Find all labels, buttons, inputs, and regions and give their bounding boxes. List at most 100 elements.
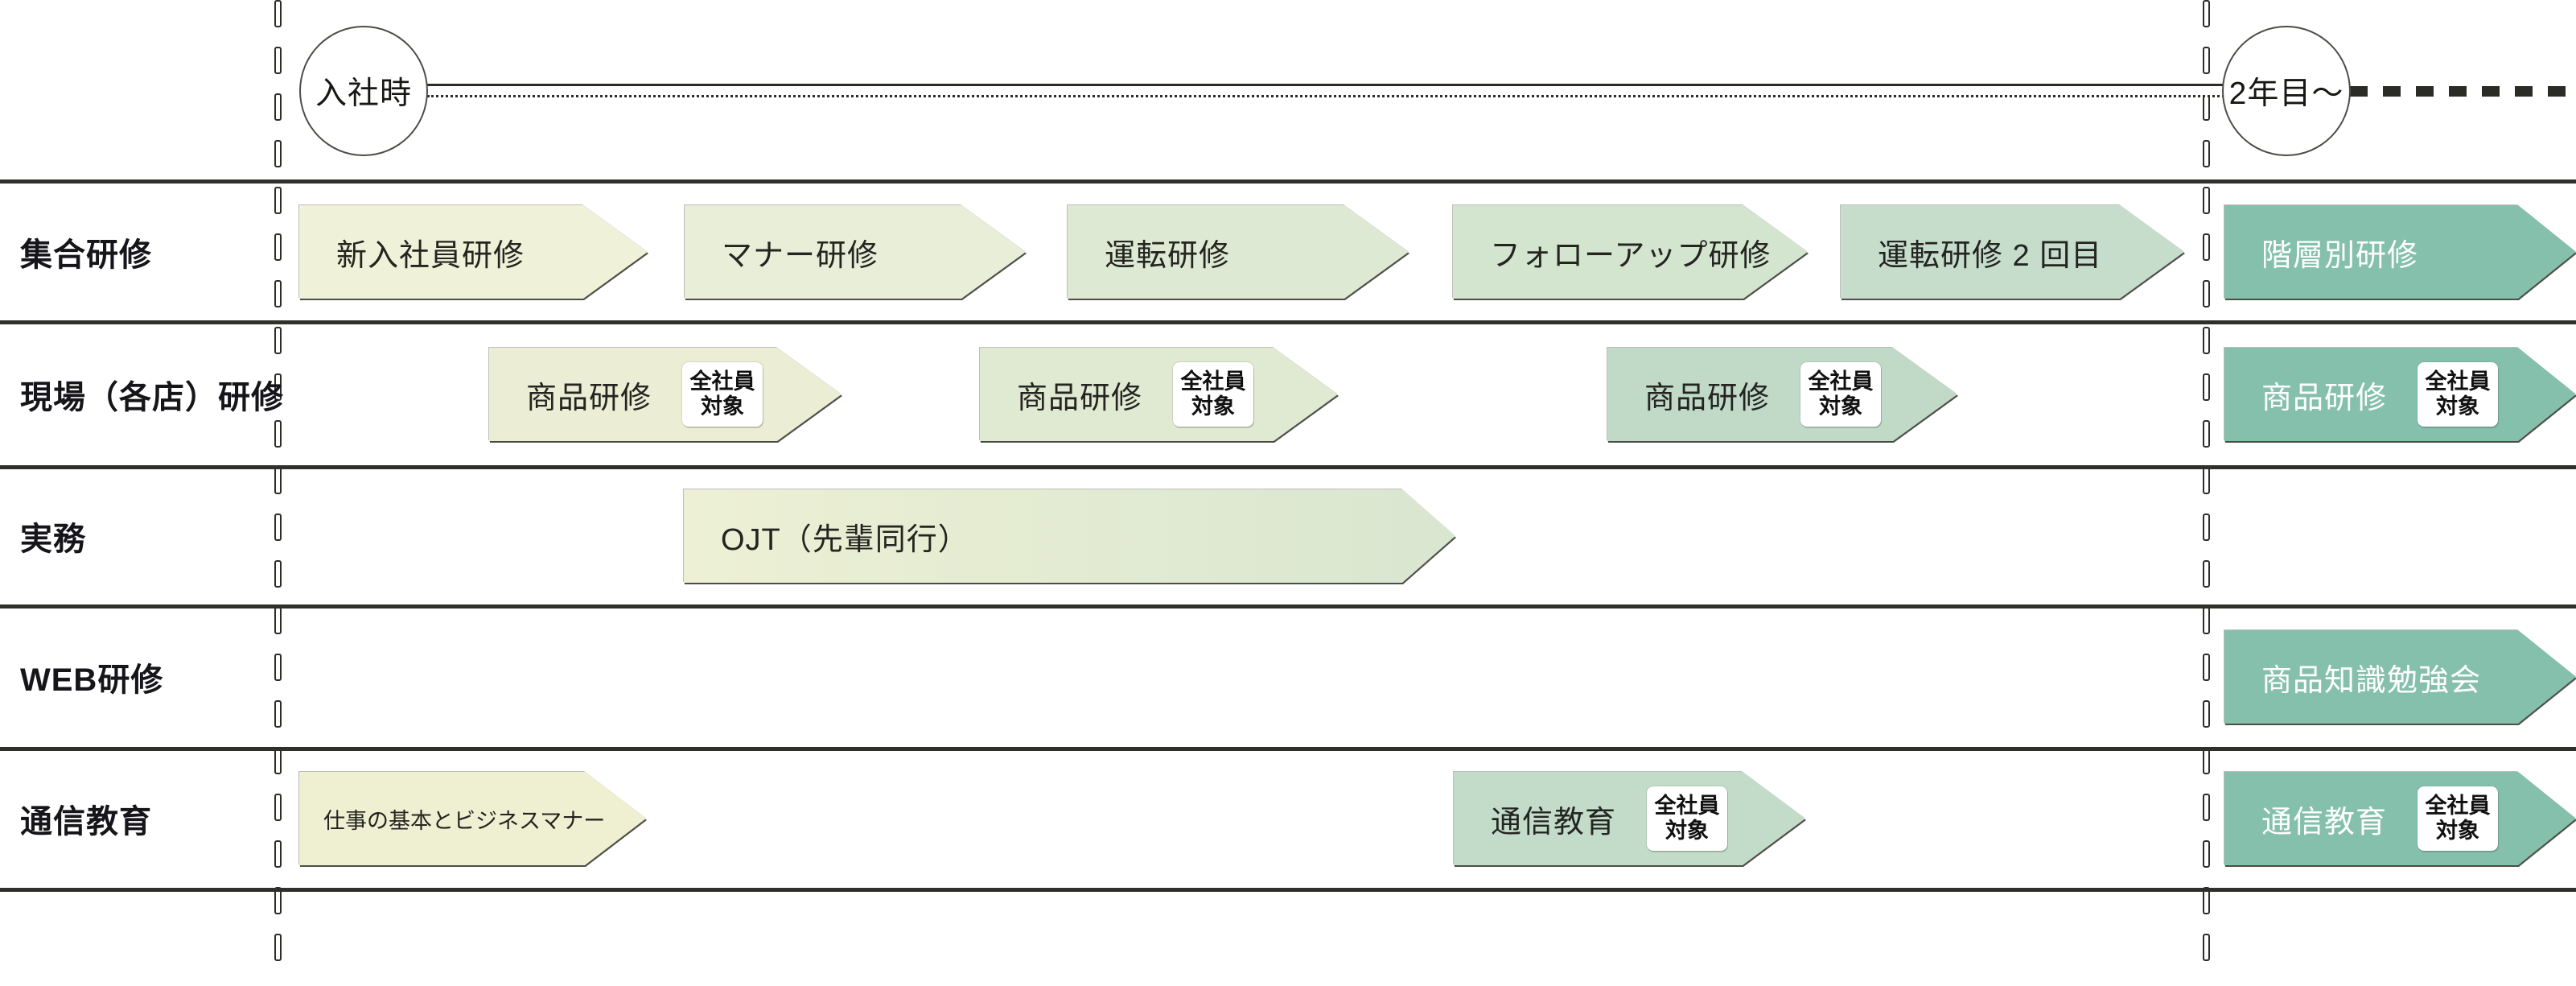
dash: [2202, 794, 2210, 821]
row-separator: [0, 320, 2576, 324]
training-arrow-label: 運転研修: [1105, 238, 1231, 273]
training-arrow-shape: 通信教育全社員対象: [2224, 772, 2576, 865]
row-separator: [0, 604, 2576, 609]
training-arrow: マナー研修: [685, 205, 1026, 299]
dash: [2202, 0, 2210, 27]
training-arrow-label: 仕事の基本とビジネスマナー: [323, 808, 606, 833]
all-staff-badge-line2: 対象: [1191, 394, 1235, 419]
training-arrow: 運転研修: [1068, 205, 1409, 299]
dash: [274, 280, 282, 307]
timeline-start-label: 入社時: [315, 76, 412, 111]
row-label: 通信教育: [20, 804, 152, 840]
timeline-end-label: 2年目〜: [2228, 76, 2344, 111]
dash: [2202, 233, 2210, 261]
training-arrow: 新入社員研修: [299, 205, 648, 299]
dash: [274, 373, 282, 401]
all-staff-badge: 全社員対象: [1173, 362, 1253, 427]
all-staff-badge: 全社員対象: [682, 362, 763, 427]
training-arrow-shape: 運転研修: [1068, 205, 1409, 299]
dash: [2202, 140, 2210, 167]
training-arrow-label: OJT（先輩同行）: [721, 522, 969, 557]
all-staff-badge-line2: 対象: [2436, 394, 2479, 419]
all-staff-badge-line1: 全社員: [689, 369, 755, 394]
training-arrow-label: 通信教育: [1491, 805, 1617, 840]
all-staff-badge-line1: 全社員: [1654, 793, 1720, 818]
training-arrow-label: 商品研修: [2261, 381, 2388, 415]
dash: [274, 327, 282, 354]
dash: [2202, 467, 2210, 494]
training-arrow: 商品研修全社員対象: [1607, 348, 1957, 441]
training-arrow-label: 運転研修 2 回目: [1878, 238, 2103, 273]
row-separator: [0, 747, 2576, 751]
dash: [2202, 840, 2210, 868]
dash: [274, 467, 282, 494]
dash: [2202, 560, 2210, 588]
all-staff-badge: 全社員対象: [1800, 362, 1881, 427]
dash: [2202, 934, 2210, 961]
row-label: 集合研修: [20, 237, 152, 273]
training-arrow: 商品研修全社員対象: [489, 348, 842, 441]
training-arrow-label: 商品研修: [1017, 381, 1143, 415]
dash: [2202, 514, 2210, 541]
training-arrow-shape: 運転研修 2 回目: [1841, 205, 2184, 299]
training-arrow-shape: OJT（先輩同行）: [684, 489, 1455, 583]
dash: [274, 934, 282, 961]
row-separator: [0, 179, 2576, 184]
dash: [274, 187, 282, 214]
all-staff-badge-line1: 全社員: [2425, 793, 2491, 818]
training-arrow-label: フォローアップ研修: [1490, 238, 1772, 273]
training-arrow-shape: マナー研修: [685, 205, 1026, 299]
training-arrow-shape: 商品研修全社員対象: [489, 348, 842, 441]
training-arrow: OJT（先輩同行）: [684, 489, 1455, 583]
row-label: 現場（各店）研修: [20, 380, 284, 415]
dash: [2202, 420, 2210, 448]
timeline-end-circle: 2年目〜: [2222, 26, 2351, 156]
dashed-divider-year2: [2202, 0, 2210, 986]
training-arrow-shape: 商品研修全社員対象: [2224, 348, 2576, 441]
dash: [274, 0, 282, 27]
all-staff-badge: 全社員対象: [2418, 786, 2498, 851]
dashed-divider-joining: [274, 0, 282, 986]
row-label: 実務: [20, 522, 86, 557]
dash: [2202, 700, 2210, 728]
dash: [2202, 187, 2210, 214]
training-arrow: 商品知識勉強会: [2224, 630, 2576, 724]
dash: [274, 794, 282, 821]
dash: [2202, 327, 2210, 354]
training-arrow-shape: 商品研修全社員対象: [980, 348, 1338, 441]
training-arrow-label: 新入社員研修: [336, 238, 525, 273]
dash: [2202, 747, 2210, 774]
training-arrow-label: 商品研修: [526, 381, 652, 415]
training-arrow-shape: 仕事の基本とビジネスマナー: [299, 772, 646, 865]
training-arrow-label: 通信教育: [2261, 805, 2388, 840]
dash: [274, 233, 282, 261]
all-staff-badge: 全社員対象: [2418, 362, 2498, 427]
all-staff-badge-line1: 全社員: [1808, 369, 1874, 394]
training-arrow-label: マナー研修: [722, 238, 879, 273]
row-separator: [0, 888, 2576, 892]
training-arrow: 通信教育全社員対象: [2224, 772, 2576, 865]
training-arrow: 階層別研修: [2224, 205, 2576, 299]
training-arrow: 商品研修全社員対象: [980, 348, 1338, 441]
training-arrow-shape: 新入社員研修: [299, 205, 648, 299]
all-staff-badge: 全社員対象: [1647, 786, 1727, 851]
dash: [2202, 373, 2210, 401]
training-arrow-label: 商品知識勉強会: [2261, 663, 2482, 698]
dash: [274, 747, 282, 774]
dash: [274, 700, 282, 728]
dash: [274, 560, 282, 588]
training-arrow-shape: 商品知識勉強会: [2224, 630, 2576, 724]
all-staff-badge-line2: 対象: [1665, 819, 1709, 843]
training-arrow: 仕事の基本とビジネスマナー: [299, 772, 646, 865]
dash: [274, 607, 282, 634]
all-staff-badge-line2: 対象: [2436, 819, 2479, 843]
training-arrow-shape: フォローアップ研修: [1453, 205, 1808, 299]
dash: [274, 47, 282, 74]
training-arrow-shape: 階層別研修: [2224, 205, 2576, 299]
all-staff-badge-line2: 対象: [701, 394, 744, 419]
all-staff-badge-line1: 全社員: [1180, 369, 1246, 394]
dash: [2202, 654, 2210, 681]
dash: [2202, 47, 2210, 74]
training-arrow-shape: 通信教育全社員対象: [1454, 772, 1805, 865]
